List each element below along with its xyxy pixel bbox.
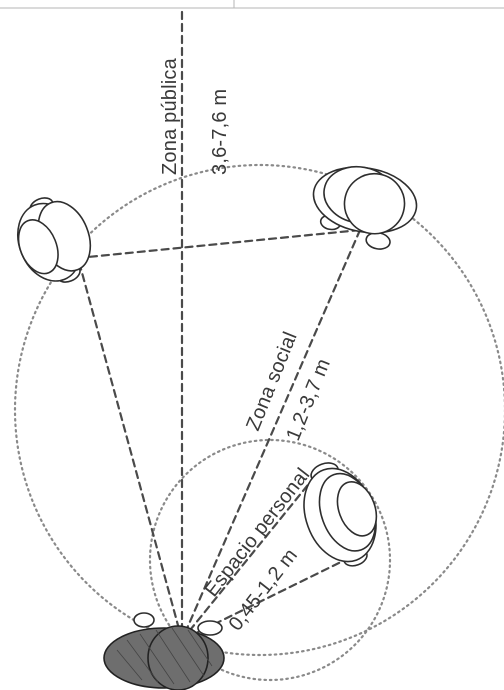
social-zone-distance: 1,2-3,7 m — [282, 356, 335, 444]
person-figure-top-right — [306, 159, 422, 254]
observer-figure — [104, 613, 224, 690]
person-figure-top-left — [5, 186, 103, 294]
top-frame — [0, 0, 504, 8]
public-zone-name: Zona pública — [159, 57, 181, 175]
public-zone-distance: 3,6-7,6 m — [209, 89, 231, 175]
